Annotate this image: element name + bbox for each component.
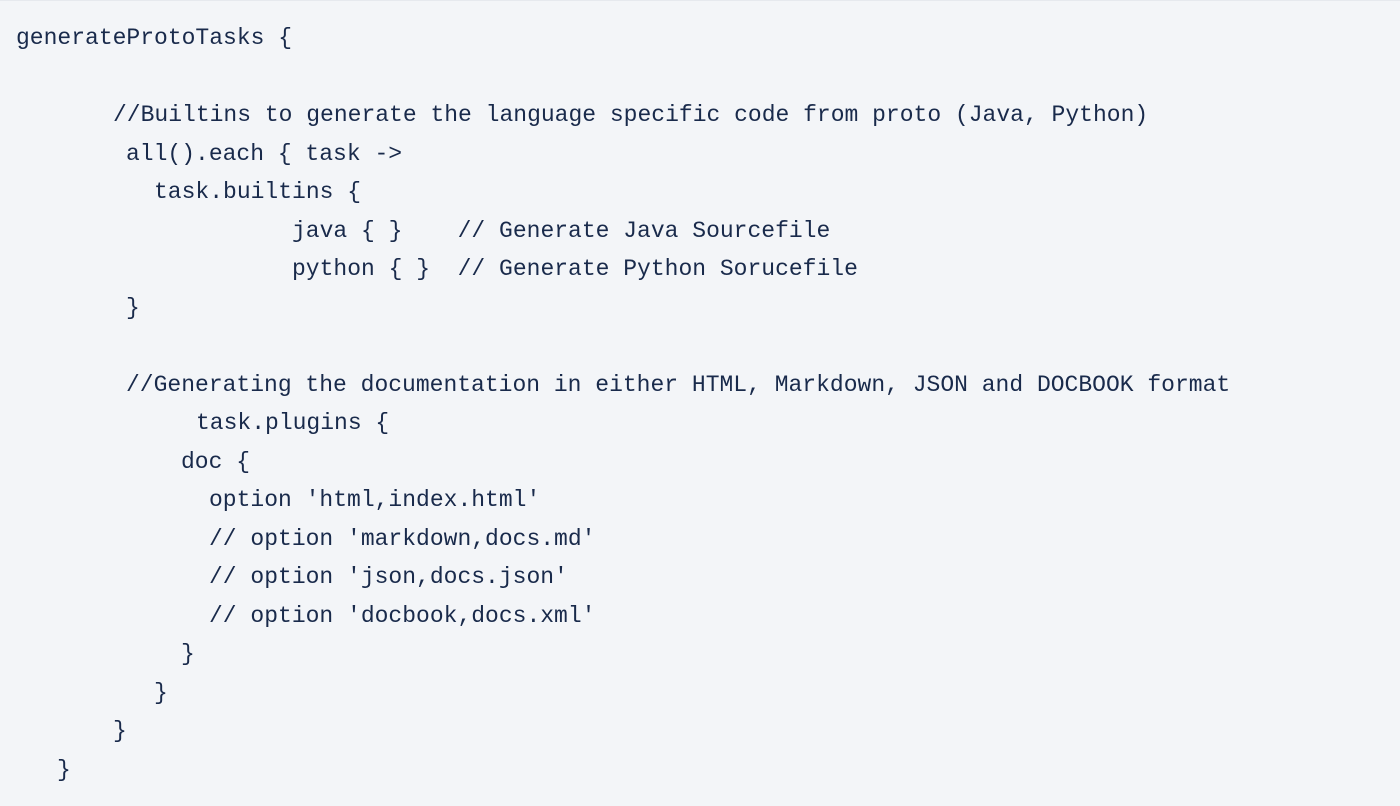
code-line: task.builtins { [154,179,362,205]
code-line: } [154,680,168,706]
code-comment: //Generating the documentation in either… [126,372,1231,398]
code-line: } [57,757,71,783]
code-line: task.plugins { [196,410,390,436]
code-line: doc { [181,449,251,475]
code-comment: // option 'json,docs.json' [209,564,568,590]
code-line: } [181,641,195,667]
code-line: } [113,718,127,744]
code-comment: // option 'markdown,docs.md' [209,526,596,552]
code-comment: // option 'docbook,docs.xml' [209,603,596,629]
code-line: option 'html,index.html' [209,487,541,513]
code-comment: //Builtins to generate the language spec… [113,102,1149,128]
code-line: all().each { task -> [126,141,403,167]
code-line: java { } // Generate Java Sourcefile [292,218,831,244]
code-line: generateProtoTasks { [16,25,293,51]
code-line: python { } // Generate Python Sorucefile [292,256,858,282]
code-line: } [126,295,140,321]
